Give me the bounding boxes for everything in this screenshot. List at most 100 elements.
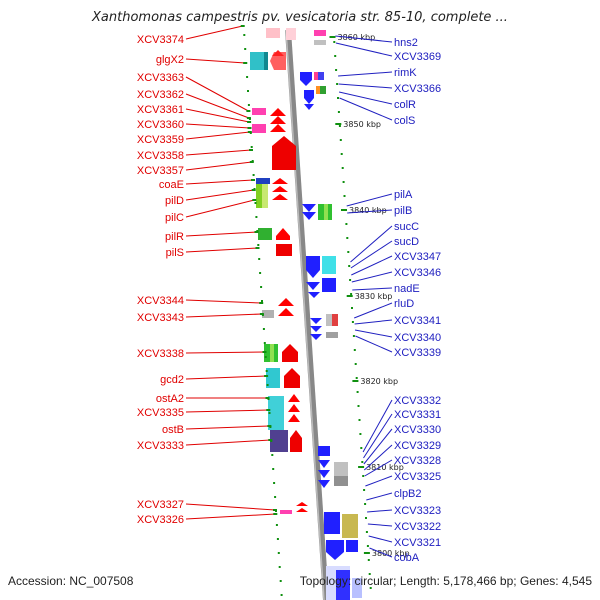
ruler-tick bbox=[268, 412, 271, 414]
gene-label[interactable]: XCV3339 bbox=[394, 347, 441, 359]
gene-label[interactable]: glgX2 bbox=[156, 54, 184, 66]
ruler-tick bbox=[274, 496, 277, 498]
backbone-highlight bbox=[285, 29, 325, 600]
gene-label[interactable]: XCV3327 bbox=[137, 499, 184, 511]
label-connector bbox=[185, 189, 254, 201]
right-strand-genes bbox=[300, 30, 362, 600]
gene-label[interactable]: XCV3357 bbox=[137, 165, 184, 177]
gene-label[interactable]: colR bbox=[394, 99, 416, 111]
label-tick bbox=[246, 110, 251, 112]
kbp-tick bbox=[352, 380, 359, 382]
gene-label[interactable]: XCV3322 bbox=[394, 521, 441, 533]
gene-label[interactable]: XCV3359 bbox=[137, 134, 184, 146]
label-tick bbox=[246, 117, 251, 119]
label-connector bbox=[185, 161, 252, 171]
label-connector bbox=[366, 492, 393, 501]
label-tick bbox=[249, 161, 254, 163]
gene-label[interactable]: ostA2 bbox=[156, 393, 184, 405]
gene-label[interactable]: colS bbox=[394, 115, 415, 127]
gene-label[interactable]: ostB bbox=[162, 424, 184, 436]
gene-label[interactable]: hns2 bbox=[394, 37, 418, 49]
ruler-tick bbox=[279, 580, 282, 582]
ruler-tick bbox=[337, 97, 339, 99]
gene-label[interactable]: pilR bbox=[165, 231, 184, 243]
ruler-tick bbox=[266, 384, 269, 386]
gene-label[interactable]: pilS bbox=[166, 247, 184, 259]
accession-text: Accession: NC_007508 bbox=[8, 574, 134, 588]
ruler-tick bbox=[246, 76, 249, 78]
label-connector bbox=[185, 313, 262, 318]
gene-label[interactable]: rimK bbox=[394, 67, 417, 79]
gene-label[interactable]: XCV3361 bbox=[137, 104, 184, 116]
ruler-tick bbox=[250, 146, 253, 148]
ruler-tick bbox=[348, 265, 351, 267]
gene-label[interactable]: XCV3346 bbox=[394, 267, 441, 279]
label-connector bbox=[185, 351, 265, 354]
gene-label[interactable]: XCV3344 bbox=[137, 295, 184, 307]
gene-label[interactable]: XCV3330 bbox=[394, 424, 441, 436]
label-connector bbox=[185, 247, 258, 253]
label-tick bbox=[247, 121, 252, 123]
gene-label[interactable]: sucD bbox=[394, 236, 419, 248]
label-connector bbox=[354, 302, 393, 319]
gene-label[interactable]: pilD bbox=[165, 195, 184, 207]
gene-label[interactable]: XCV3341 bbox=[394, 315, 441, 327]
backbone-line bbox=[285, 29, 329, 600]
label-connector bbox=[363, 444, 393, 471]
left-gene-labels: XCV3374 glgX2XCV3363XCV3362XCV3361XCV3360… bbox=[137, 25, 278, 526]
gene-label[interactable]: XCV3369 bbox=[394, 51, 441, 63]
gene-label[interactable]: XCV3335 bbox=[137, 407, 184, 419]
gene-label[interactable]: XCV3329 bbox=[394, 440, 441, 452]
ruler-tick bbox=[351, 307, 353, 309]
label-connector bbox=[185, 199, 255, 218]
gene-label[interactable]: XCV3326 bbox=[137, 514, 184, 526]
gene-label[interactable]: XCV3358 bbox=[137, 150, 184, 162]
gene-label[interactable]: XCV3374 bbox=[137, 34, 184, 46]
gene-label[interactable]: sucC bbox=[394, 221, 419, 233]
gene-label[interactable]: XCV3340 bbox=[394, 332, 441, 344]
ruler-tick bbox=[364, 503, 367, 505]
gene-label[interactable]: gcd2 bbox=[160, 374, 184, 386]
gene-label[interactable]: XCV3347 bbox=[394, 251, 441, 263]
label-connector bbox=[354, 329, 393, 338]
ruler-tick bbox=[361, 461, 364, 463]
ruler-tick bbox=[340, 153, 343, 155]
gene-label[interactable]: XCV3331 bbox=[394, 409, 441, 421]
gene-label[interactable]: XCV3363 bbox=[137, 72, 184, 84]
label-tick bbox=[264, 375, 269, 377]
gene-label[interactable]: XCV3333 bbox=[137, 440, 184, 452]
label-connector bbox=[185, 425, 270, 430]
gene-label[interactable]: XCV3325 bbox=[394, 471, 441, 483]
gene-label[interactable]: XCV3323 bbox=[394, 505, 441, 517]
label-connector bbox=[338, 71, 393, 77]
gene-label[interactable]: cobA bbox=[394, 552, 420, 564]
gene-label[interactable]: XCV3338 bbox=[137, 348, 184, 360]
label-connector bbox=[363, 428, 393, 465]
gene-label[interactable]: pilA bbox=[394, 189, 413, 201]
gene-label[interactable]: XCV3360 bbox=[137, 119, 184, 131]
gene-label[interactable]: pilC bbox=[165, 212, 184, 224]
ruler-tick bbox=[359, 433, 362, 435]
kbp-label: 3830 kbp bbox=[355, 292, 393, 301]
gene-label[interactable]: nadE bbox=[394, 283, 420, 295]
gene-label[interactable]: coaE bbox=[159, 179, 184, 191]
gene-label[interactable]: rluD bbox=[394, 298, 414, 310]
gene-label[interactable]: XCV3332 bbox=[394, 395, 441, 407]
label-connector bbox=[185, 93, 250, 119]
gene-label[interactable]: XCV3328 bbox=[394, 455, 441, 467]
gene-label[interactable]: pilB bbox=[394, 205, 412, 217]
gene-label[interactable]: XCV3362 bbox=[137, 89, 184, 101]
label-connector bbox=[352, 287, 393, 291]
kbp-label: 3840 kbp bbox=[349, 206, 387, 215]
label-connector bbox=[368, 535, 393, 543]
label-connector bbox=[364, 459, 393, 477]
gene-block bbox=[266, 28, 280, 38]
gene-label[interactable]: XCV3343 bbox=[137, 312, 184, 324]
ruler-tick bbox=[345, 223, 348, 225]
gene-label[interactable]: XCV3321 bbox=[394, 537, 441, 549]
kbp-tick bbox=[363, 552, 370, 554]
label-connector bbox=[369, 547, 393, 558]
gene-label[interactable]: XCV3366 bbox=[394, 83, 441, 95]
gene-label[interactable]: clpB2 bbox=[394, 488, 422, 500]
